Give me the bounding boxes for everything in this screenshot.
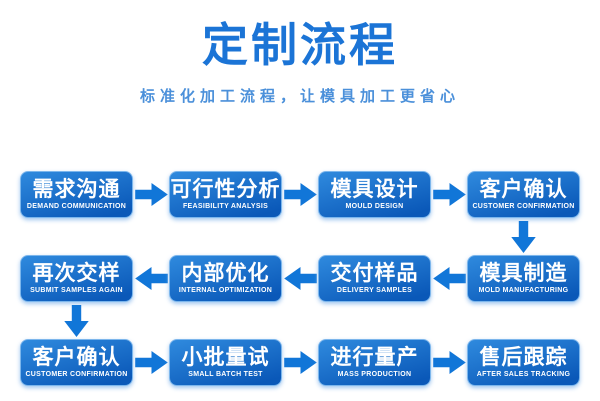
process-flowchart: 需求沟通 DEMAND COMMUNICATION 可行性分析 FEASIBIL… (20, 171, 580, 386)
flow-step-small-batch-test: 小批量试 SMALL BATCH TEST (169, 339, 282, 386)
step-label-en: DEMAND COMMUNICATION (26, 203, 127, 210)
flow-step-mould-design: 模具设计 MOULD DESIGN (318, 171, 431, 218)
step-label-en: SMALL BATCH TEST (188, 371, 263, 378)
step-label-en: INTERNAL OPTIMIZATION (178, 287, 273, 294)
arrow-right-icon (431, 339, 467, 386)
flow-step-mass-production: 进行量产 MASS PRODUCTION (318, 339, 431, 386)
flow-step-customer-confirmation-2: 客户确认 CUSTOMER CONFIRMATION (20, 339, 133, 386)
flow-step-delivery-samples: 交付样品 DELIVERY SAMPLES (318, 255, 431, 302)
step-label-zh: 小批量试 (181, 346, 270, 369)
flow-step-feasibility-analysis: 可行性分析 FEASIBILITY ANALYSIS (169, 171, 282, 218)
arrow-left-icon (133, 255, 169, 302)
step-label-en: MOLD MANUFACTURING (478, 287, 569, 294)
page-title: 定制流程 (202, 19, 398, 71)
arrow-right-icon (133, 339, 169, 386)
arrow-left-icon (282, 255, 318, 302)
step-label-zh: 客户确认 (32, 346, 121, 369)
arrow-down-icon (467, 218, 580, 255)
arrow-down-icon (20, 302, 133, 339)
flow-step-customer-confirmation-1: 客户确认 CUSTOMER CONFIRMATION (467, 171, 580, 218)
flow-step-demand-communication: 需求沟通 DEMAND COMMUNICATION (20, 171, 133, 218)
step-label-zh: 售后跟踪 (479, 346, 568, 369)
step-label-zh: 模具制造 (479, 262, 568, 285)
arrow-right-icon (282, 339, 318, 386)
step-label-zh: 交付样品 (330, 262, 419, 285)
step-label-en: FEASIBILITY ANALYSIS (182, 203, 269, 210)
step-label-en: MASS PRODUCTION (337, 371, 412, 378)
step-label-zh: 模具设计 (330, 178, 419, 201)
arrow-left-icon (431, 255, 467, 302)
step-label-en: SUBMIT SAMPLES AGAIN (30, 287, 123, 294)
step-label-zh: 需求沟通 (32, 178, 121, 201)
page-subtitle: 标准化加工流程，让模具加工更省心 (139, 87, 460, 105)
flow-step-submit-samples-again: 再次交样 SUBMIT SAMPLES AGAIN (20, 255, 133, 302)
step-label-en: MOULD DESIGN (345, 203, 404, 210)
step-label-zh: 可行性分析 (170, 178, 281, 201)
flow-step-after-sales-tracking: 售后跟踪 AFTER SALES TRACKING (467, 339, 580, 386)
arrow-right-icon (431, 171, 467, 218)
step-label-en: DELIVERY SAMPLES (336, 287, 413, 294)
step-label-en: CUSTOMER CONFIRMATION (25, 371, 128, 378)
step-label-zh: 客户确认 (479, 178, 568, 201)
arrow-right-icon (133, 171, 169, 218)
step-label-en: AFTER SALES TRACKING (476, 371, 571, 378)
flow-step-internal-optimization: 内部优化 INTERNAL OPTIMIZATION (169, 255, 282, 302)
step-label-zh: 内部优化 (181, 262, 270, 285)
arrow-right-icon (282, 171, 318, 218)
step-label-zh: 进行量产 (330, 346, 419, 369)
step-label-zh: 再次交样 (32, 262, 121, 285)
flow-step-mold-manufacturing: 模具制造 MOLD MANUFACTURING (467, 255, 580, 302)
step-label-en: CUSTOMER CONFIRMATION (472, 203, 575, 210)
